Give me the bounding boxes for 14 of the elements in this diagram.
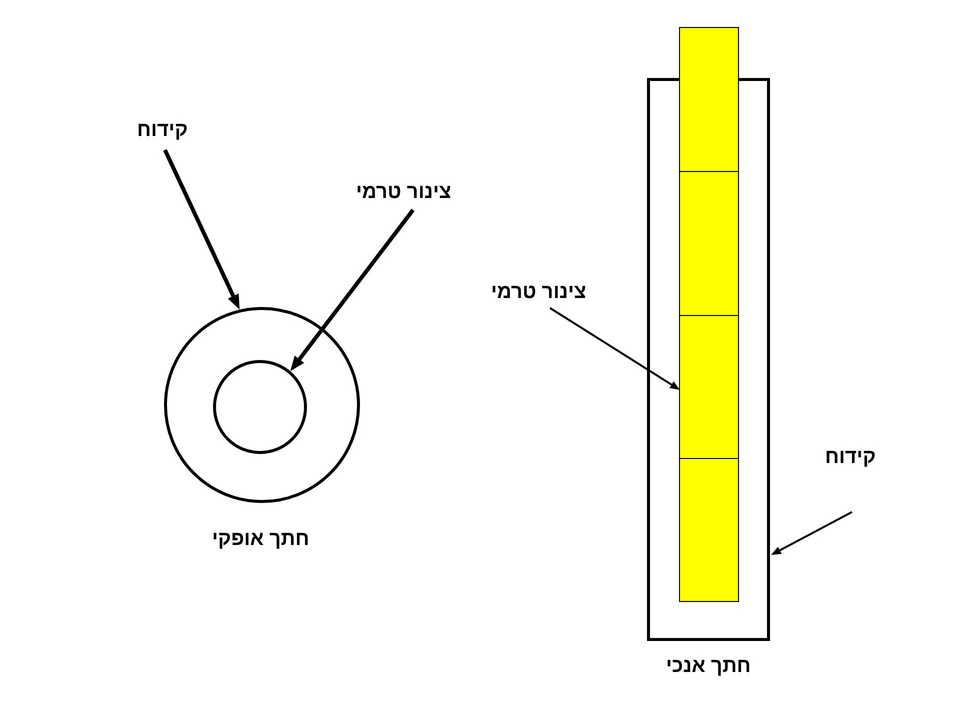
callout-label: קידוח (137, 119, 188, 141)
leader-arrow (290, 208, 415, 372)
callout-label: צינור טרמי (491, 281, 586, 303)
leader-arrow (549, 307, 680, 390)
callout-label: קידוח (825, 446, 876, 468)
leader-arrow (771, 511, 852, 555)
section-caption: חתך אנכי (666, 655, 751, 677)
borehole-cross-section (164, 307, 360, 503)
pipe-cross-section (213, 360, 307, 454)
pipe-column (679, 27, 739, 602)
section-caption: חתך אופקי (212, 528, 310, 550)
borehole-outline (647, 78, 770, 641)
leader-arrow (163, 149, 240, 310)
callout-label: צינור טרמי (356, 181, 452, 203)
